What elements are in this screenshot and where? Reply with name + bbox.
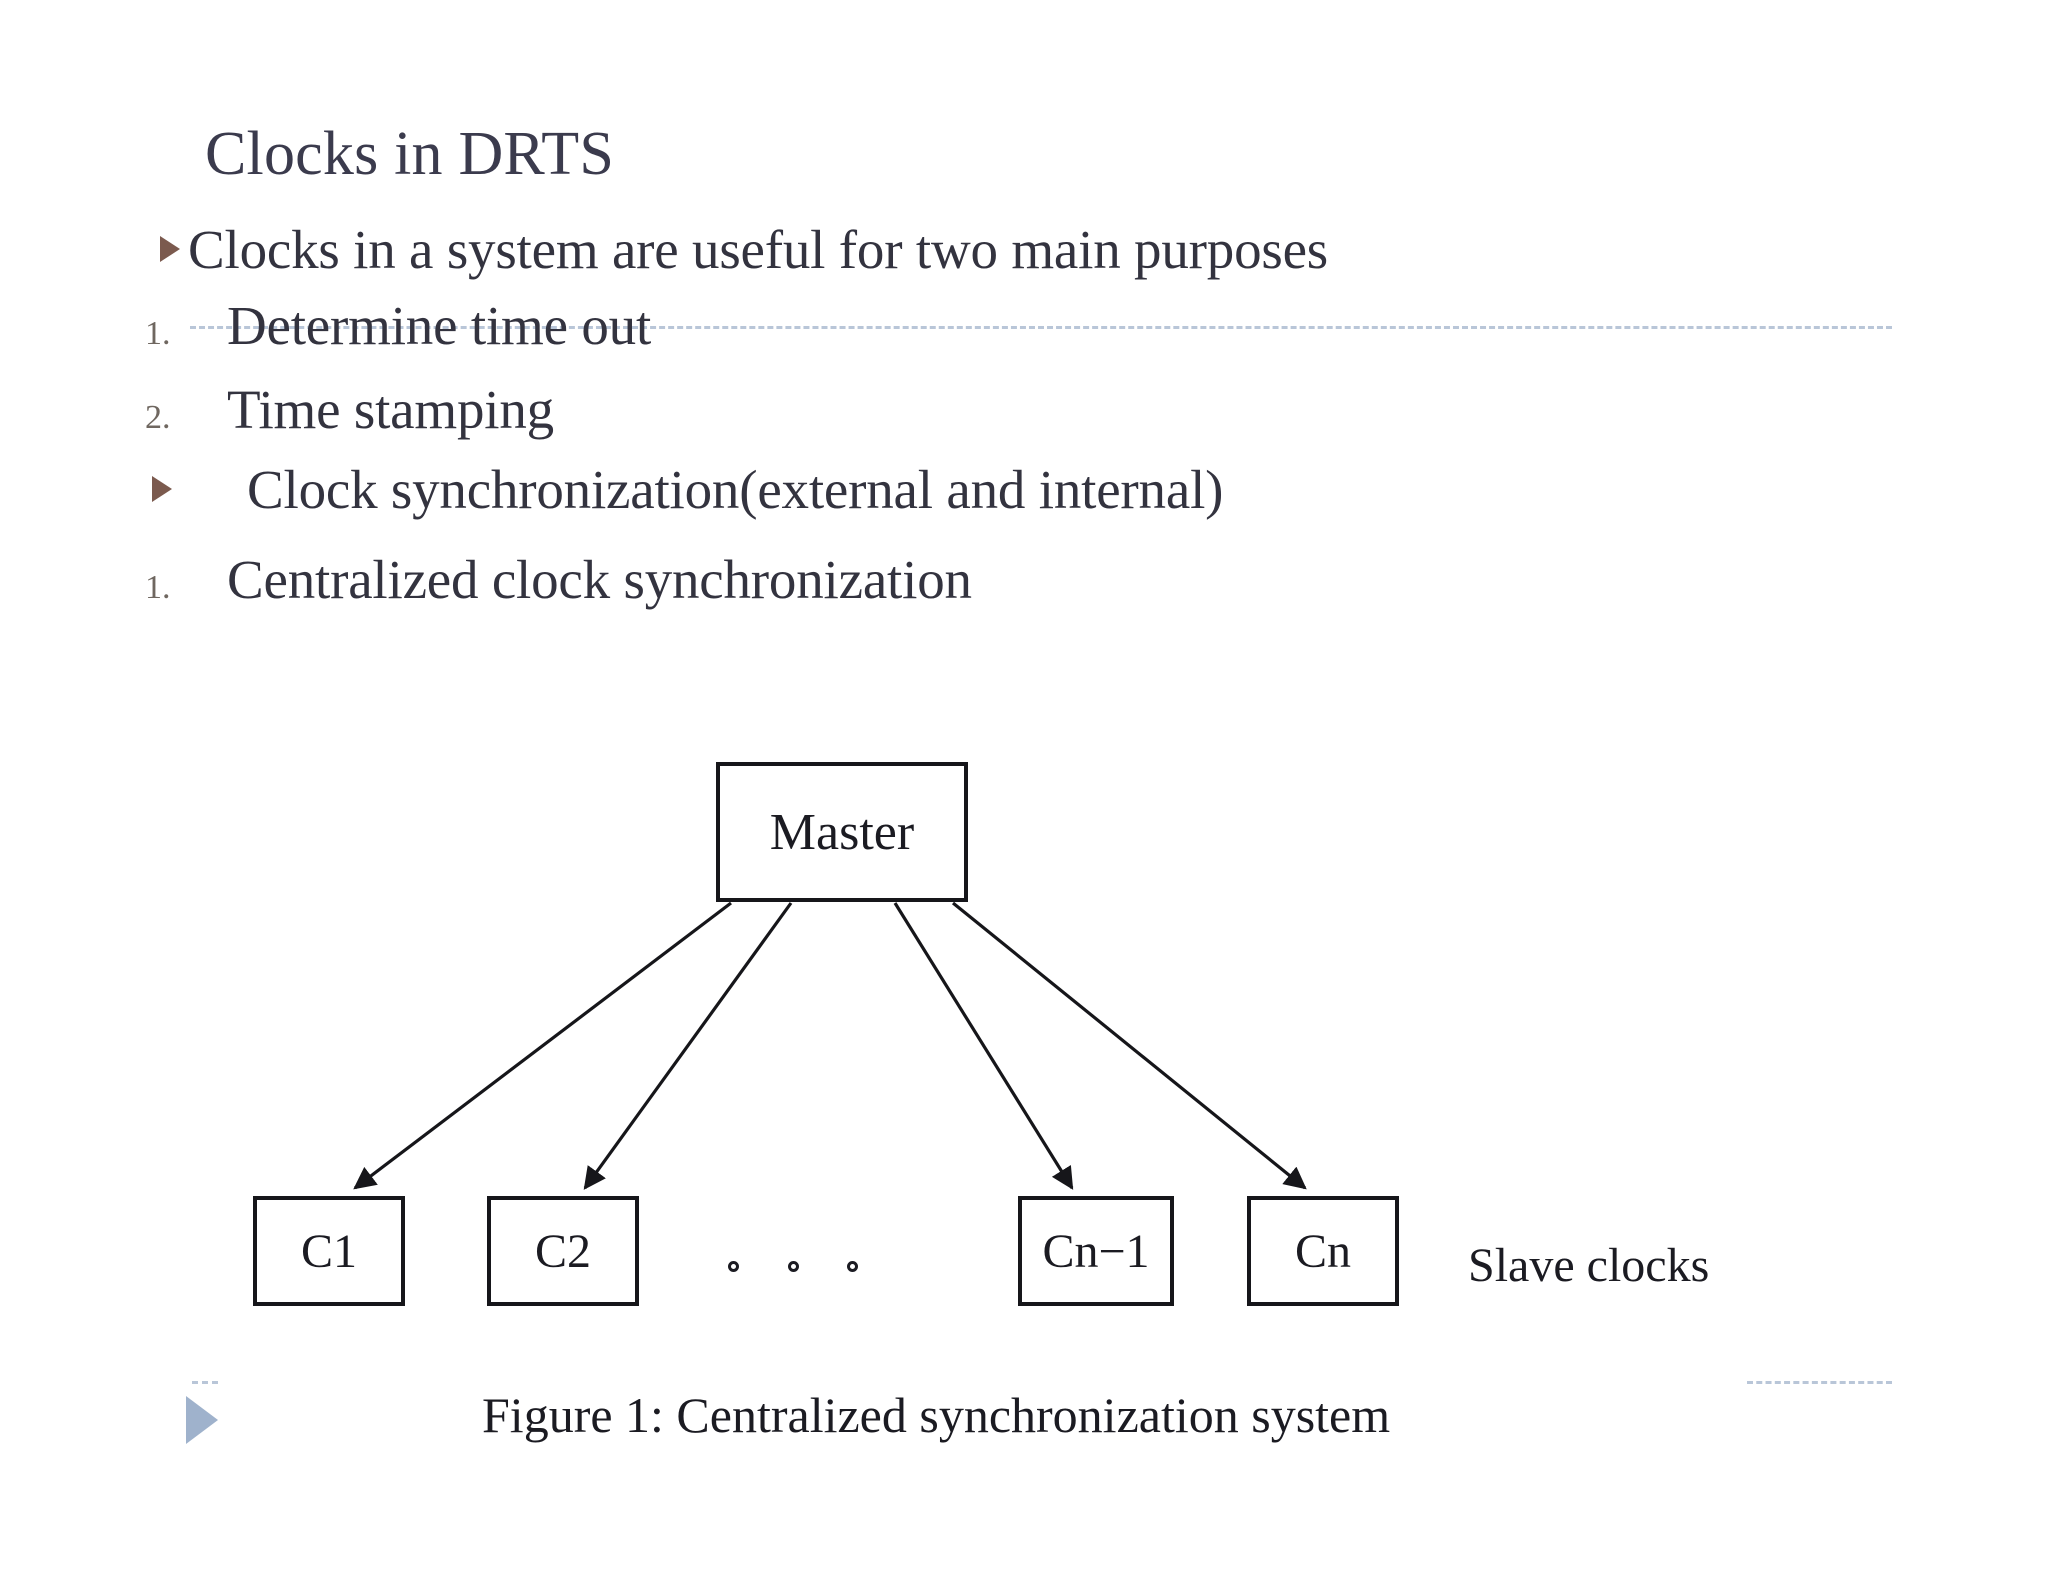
triangle-bullet-icon-bottom [186, 1396, 218, 1444]
placeholder-guide-bottom-left [192, 1381, 218, 1384]
placeholder-guide-bottom-right [1747, 1381, 1892, 1384]
node-master-label: Master [769, 803, 915, 861]
node-slave-c1: C1 [253, 1196, 405, 1306]
figure-caption: Figure 1: Centralized synchronization sy… [482, 1387, 1391, 1443]
ellipsis-dot [787, 1260, 799, 1272]
numbered-item-1-label: Determine time out [227, 295, 652, 356]
node-slave-cn: Cn [1247, 1196, 1399, 1306]
node-master: Master [716, 762, 968, 902]
triangle-bullet-icon [152, 476, 172, 502]
node-slave-cn-minus-1: Cn−1 [1018, 1196, 1174, 1306]
node-slave-cn-minus-1-label: Cn−1 [1042, 1224, 1150, 1278]
arrow-master-to-c1 [353, 901, 732, 1190]
bullet-item-2: Clock synchronization(external and inter… [152, 462, 1223, 517]
page-title: Clocks in DRTS [205, 120, 615, 188]
list-number-marker: 1. [145, 315, 171, 352]
numbered-item-2: 2. Time stamping [145, 382, 554, 437]
slave-clocks-label: Slave clocks [1468, 1239, 1710, 1292]
node-slave-c1-label: C1 [300, 1224, 357, 1278]
list-number-marker: 1. [145, 569, 171, 606]
node-slave-c2-label: C2 [534, 1224, 591, 1278]
node-slave-cn-label: Cn [1294, 1224, 1351, 1278]
bullet-item-1: Clocks in a system are useful for two ma… [160, 222, 1328, 277]
ellipsis-dot [847, 1260, 858, 1272]
numbered-item-2-label: Time stamping [227, 379, 554, 440]
node-slave-c2: C2 [487, 1196, 639, 1306]
ellipsis-icon [728, 1246, 858, 1286]
ellipsis-dot [728, 1260, 739, 1272]
triangle-bullet-icon [160, 236, 180, 262]
arrow-master-to-cn [951, 901, 1307, 1190]
list-number-marker: 2. [145, 399, 171, 436]
numbered-item-3-label: Centralized clock synchronization [227, 549, 972, 610]
placeholder-guide-top [190, 326, 1892, 329]
arrow-master-to-c2 [583, 902, 793, 1190]
numbered-item-1: 1. Determine time out [145, 298, 651, 353]
bullet-item-1-label: Clocks in a system are useful for two ma… [188, 219, 1328, 280]
bullet-item-2-label: Clock synchronization(external and inter… [247, 459, 1224, 520]
numbered-item-3: 1. Centralized clock synchronization [145, 552, 972, 607]
arrow-master-to-cn1 [893, 902, 1074, 1190]
